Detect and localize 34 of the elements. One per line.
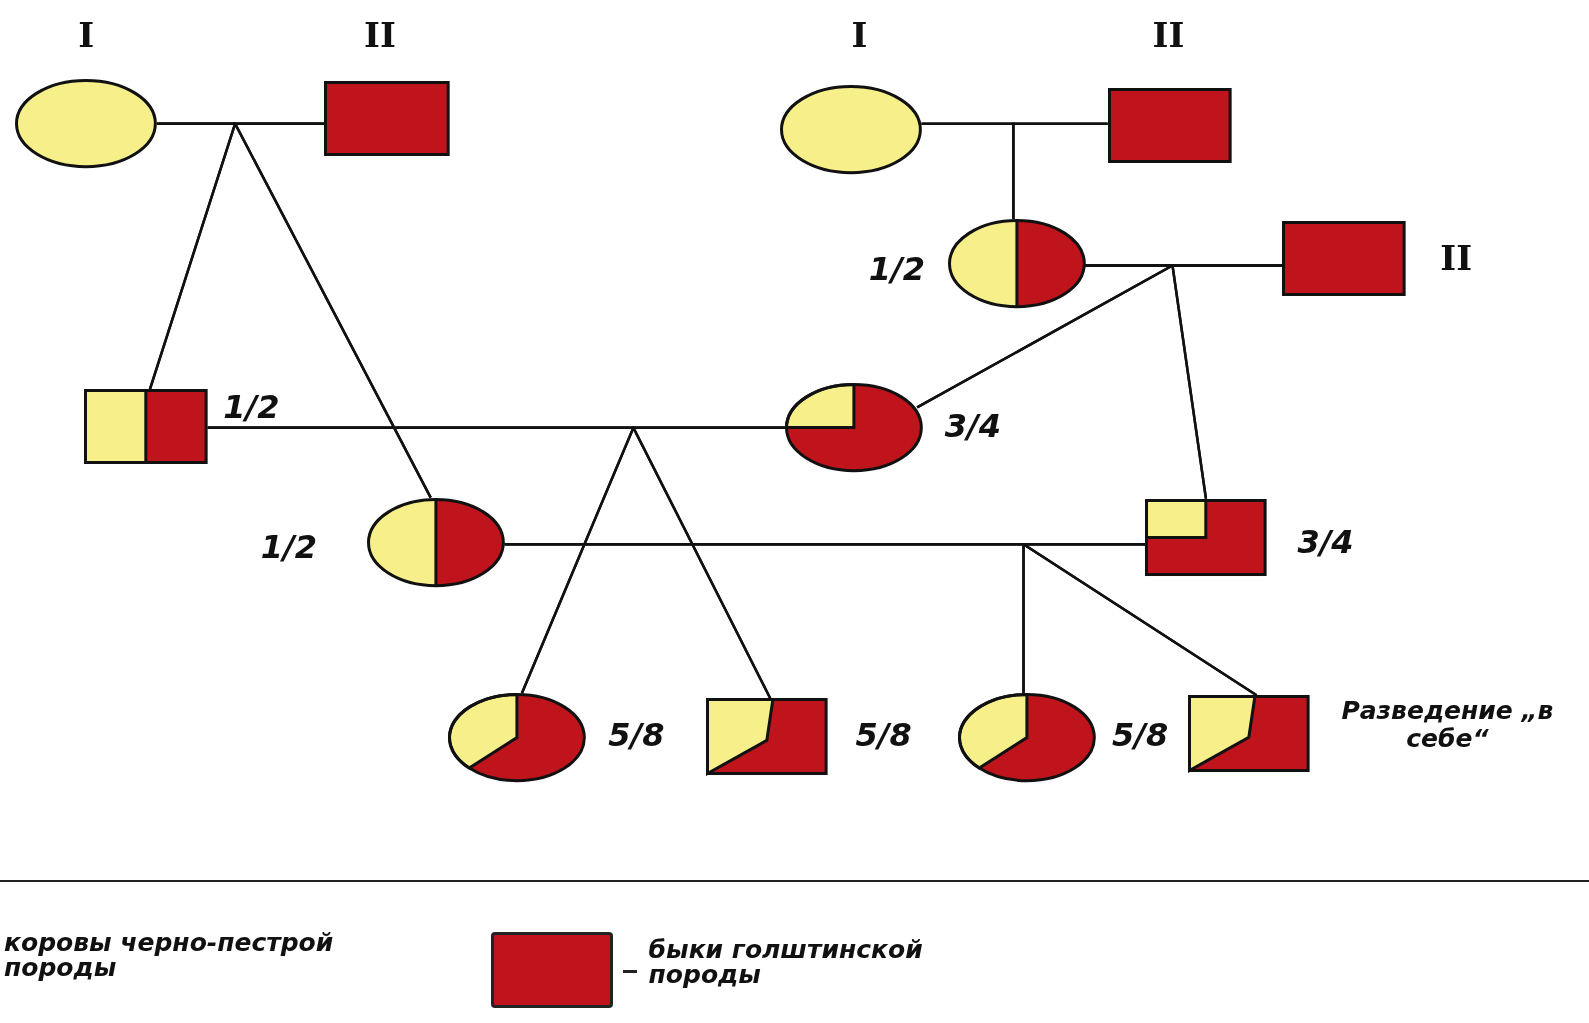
blood-fraction: 5/8 <box>1111 715 1169 754</box>
female-circle <box>785 383 924 473</box>
note-text: Разведение „в себе“ <box>1340 697 1555 753</box>
male-square <box>706 698 828 776</box>
blood-fraction: 3/4 <box>1297 523 1354 562</box>
female-circle <box>780 85 923 175</box>
female-circle <box>947 218 1086 309</box>
legend-text: коровы черно-пестрой породы <box>4 930 335 981</box>
pedigree-line <box>1171 264 1282 499</box>
legend-text: быки голштинской породы <box>648 937 924 988</box>
male-square <box>324 81 450 157</box>
pedigree-line <box>1012 122 1108 219</box>
blood-fraction: 1/2 <box>868 249 925 288</box>
generation-label: II <box>364 15 396 56</box>
generation-label: I <box>78 15 95 56</box>
generation-label: I <box>851 15 868 56</box>
blood-fraction: 5/8 <box>855 715 912 754</box>
blood-fraction: 1/2 <box>260 528 317 567</box>
female-circle <box>15 79 158 169</box>
generation-label: II <box>1440 238 1473 279</box>
male-square <box>1187 695 1310 773</box>
pedigree-line <box>631 426 786 699</box>
male-square <box>1281 220 1406 296</box>
female-circle <box>447 693 586 783</box>
female-circle <box>366 497 505 587</box>
blood-fraction: 3/4 <box>944 406 1001 445</box>
male-square <box>1107 88 1232 164</box>
pedigree-line <box>233 122 432 499</box>
blood-fraction: 5/8 <box>608 715 665 754</box>
male-square <box>84 389 208 465</box>
male-square <box>1145 498 1267 576</box>
generation-label: II <box>1152 15 1185 56</box>
blood-fraction: 1/2 <box>223 388 280 427</box>
female-circle <box>957 693 1096 783</box>
